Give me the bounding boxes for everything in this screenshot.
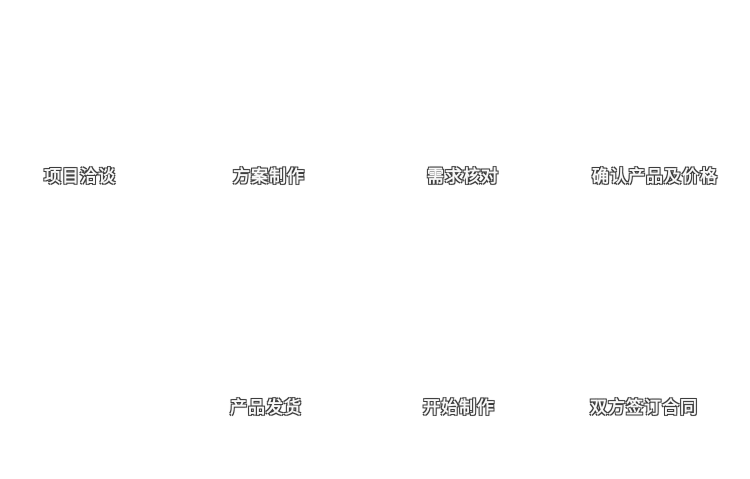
flow-step-confirm-product-price: 确认产品及价格 — [592, 167, 718, 187]
flow-step-product-delivery: 产品发货 — [230, 398, 302, 418]
flow-step-project-discussion: 项目洽谈 — [44, 167, 116, 187]
flow-step-requirement-check: 需求核对 — [427, 167, 499, 187]
flow-step-sign-contract: 双方签订合同 — [590, 398, 698, 418]
flow-step-plan-production: 方案制作 — [233, 167, 305, 187]
flow-step-start-production: 开始制作 — [423, 398, 495, 418]
